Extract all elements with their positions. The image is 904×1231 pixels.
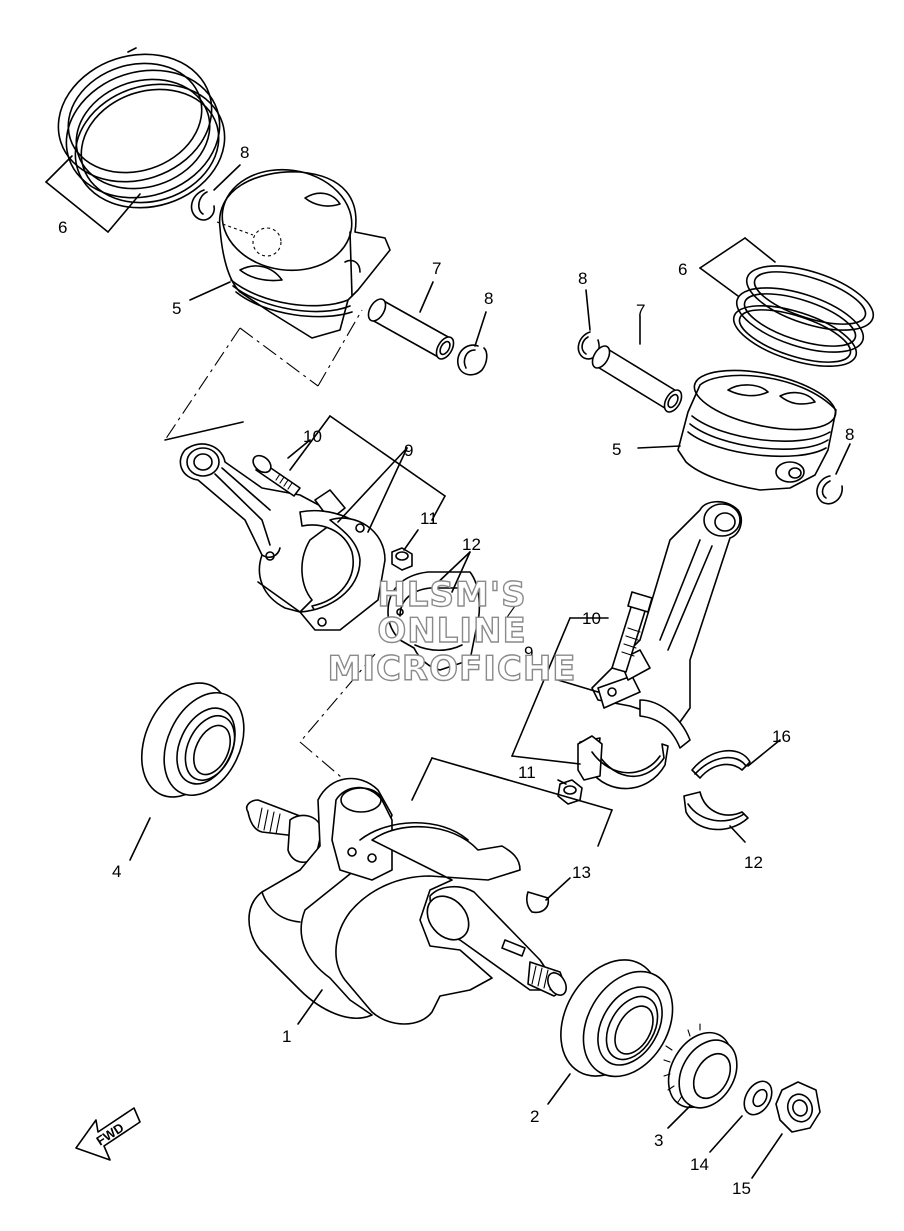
callout-8-left-upper: 8 <box>240 143 249 162</box>
callout-13: 13 <box>572 863 591 882</box>
watermark-line-3: MICROFICHE <box>327 649 576 689</box>
callout-8-left-lower: 8 <box>484 289 493 308</box>
callout-11-right: 11 <box>518 763 536 782</box>
circlip-left-upper <box>190 189 216 221</box>
piston-rings-left <box>57 47 226 209</box>
crank-nut <box>775 1081 821 1133</box>
piston-left <box>216 168 391 339</box>
callout-9-right: 9 <box>524 643 533 662</box>
crankshaft <box>245 777 567 1025</box>
timing-gear <box>663 1023 738 1109</box>
connecting-rod-right <box>591 500 742 749</box>
callout-12-left: 12 <box>462 535 481 554</box>
callout-7-right: 7 <box>636 301 645 320</box>
bearing-shells-right <box>683 749 751 831</box>
callout-16: 16 <box>772 727 791 746</box>
circlip-left-lower <box>457 344 488 376</box>
fwd-arrow-icon <box>75 1107 141 1161</box>
rod-bearing-left <box>387 571 481 671</box>
washer <box>743 1080 773 1116</box>
rod-bolt-left <box>252 454 301 497</box>
callout-5-right: 5 <box>612 440 621 459</box>
piston-pin-right <box>591 345 683 413</box>
leader-lines-right-rod <box>504 605 781 843</box>
callout-12-right: 12 <box>744 853 763 872</box>
callout-3: 3 <box>654 1131 663 1150</box>
callout-6-left: 6 <box>58 218 67 237</box>
circlip-right-lower <box>816 475 843 505</box>
callout-7-left: 7 <box>432 259 441 278</box>
watermark-line-2: ONLINE <box>377 611 526 651</box>
callout-8-right-upper: 8 <box>578 269 587 288</box>
woodruff-key <box>526 891 550 914</box>
connecting-rod-left <box>179 443 386 631</box>
callout-8-right-lower: 8 <box>845 425 854 444</box>
callout-2: 2 <box>530 1107 539 1126</box>
piston-pin-left <box>367 298 455 360</box>
rod-cap-right <box>577 735 669 790</box>
callout-9-left: 9 <box>404 441 413 460</box>
leader-lines-upper-right <box>585 237 851 475</box>
piston-rings-right <box>732 265 875 368</box>
callout-14: 14 <box>690 1155 709 1174</box>
leader-lines-lower <box>129 817 783 1179</box>
callout-10-right: 10 <box>582 609 601 628</box>
rod-bolt-right <box>611 591 653 673</box>
rod-nut-left <box>391 547 413 571</box>
assembly-bracket-lower <box>411 757 613 847</box>
callout-15: 15 <box>732 1179 751 1198</box>
leader-lines-upper-left <box>45 155 487 441</box>
bearing-right <box>560 959 674 1078</box>
piston-right <box>677 369 837 491</box>
callout-11-left: 11 <box>420 509 438 528</box>
callout-6-right: 6 <box>678 260 687 279</box>
bearing-left <box>140 682 245 798</box>
watermark-line-1: HLSM'S <box>377 575 526 615</box>
callout-5-left: 5 <box>172 299 181 318</box>
leader-lines-left-rod <box>164 415 471 801</box>
callout-10-left: 10 <box>303 427 322 446</box>
callout-4: 4 <box>112 862 121 881</box>
callout-1: 1 <box>282 1027 291 1046</box>
